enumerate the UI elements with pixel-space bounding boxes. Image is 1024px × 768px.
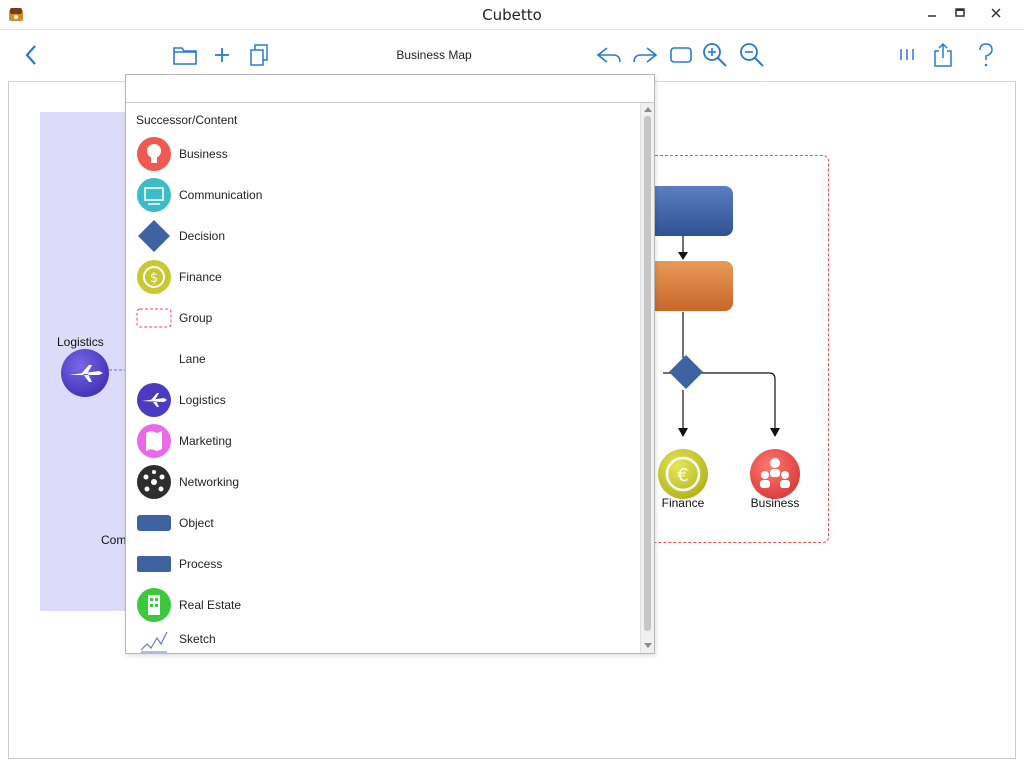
svg-text:€: € (677, 465, 688, 486)
dropdown-item-business[interactable]: Business (136, 133, 636, 174)
dropdown-item-label: Communication (179, 187, 263, 202)
successor-dropdown: Successor/Content Business Communication… (125, 74, 655, 654)
business-node[interactable] (749, 448, 801, 500)
process-rect-icon (136, 546, 172, 582)
undo-icon[interactable] (594, 40, 624, 70)
finance-node[interactable]: € (657, 448, 709, 500)
finance-node-label: Finance (661, 496, 705, 510)
dropdown-item-label: Networking (179, 474, 240, 489)
dropdown-item-group[interactable]: Group (136, 297, 636, 338)
object-rect-icon (136, 505, 172, 541)
share-icon[interactable] (928, 40, 958, 70)
zoom-out-icon[interactable] (737, 40, 767, 70)
dropdown-item-label: Marketing (179, 433, 232, 448)
scroll-down-icon[interactable] (644, 643, 652, 648)
dropdown-item-label: Group (179, 310, 213, 325)
dropdown-item-marketing[interactable]: Marketing (136, 420, 636, 461)
open-folder-icon[interactable] (170, 40, 200, 70)
fit-frame-icon[interactable] (666, 40, 696, 70)
successor-search-input[interactable] (126, 75, 654, 103)
airplane-icon (61, 349, 109, 397)
euro-icon: € (658, 449, 708, 499)
dropdown-item-communication[interactable]: Communication (136, 174, 636, 215)
dropdown-item-logistics[interactable]: Logistics (136, 379, 636, 420)
process-node[interactable] (645, 186, 733, 236)
close-icon[interactable] (978, 0, 1014, 26)
maximize-icon[interactable] (944, 0, 976, 26)
dropdown-item-label: Object (179, 515, 214, 530)
lane-icon (136, 341, 172, 377)
lightbulb-icon (136, 136, 172, 172)
map-icon (136, 423, 172, 459)
scroll-up-icon[interactable] (644, 107, 652, 112)
airplane-icon (136, 382, 172, 418)
dropdown-item-lane[interactable]: Lane (136, 338, 636, 379)
dropdown-item-label: Decision (179, 228, 226, 243)
document-title: Business Map (396, 48, 472, 62)
dashed-rect-icon (136, 300, 172, 336)
columns-icon[interactable] (892, 40, 922, 70)
scrollbar-thumb[interactable] (644, 116, 651, 631)
minimize-icon[interactable] (916, 0, 948, 26)
object-node[interactable] (645, 261, 733, 311)
title-bar: Cubetto (0, 0, 1024, 30)
dropdown-item-networking[interactable]: Networking (136, 461, 636, 502)
network-icon (136, 464, 172, 500)
lane-label-logistics: Logistics (57, 335, 104, 349)
add-icon[interactable] (207, 40, 237, 70)
lane-label-communication: Com (101, 533, 127, 547)
dropdown-item-real-estate[interactable]: Real Estate (136, 584, 636, 625)
back-icon[interactable] (16, 40, 46, 70)
zoom-in-icon[interactable] (700, 40, 730, 70)
svg-text:$: $ (150, 271, 158, 286)
dropdown-header: Successor/Content (136, 113, 238, 127)
dropdown-item-decision[interactable]: Decision (136, 215, 636, 256)
dropdown-item-sketch[interactable]: Sketch (136, 625, 636, 653)
dropdown-item-label: Business (179, 146, 228, 161)
dropdown-item-object[interactable]: Object (136, 502, 636, 543)
dropdown-item-process[interactable]: Process (136, 543, 636, 584)
dropdown-item-finance[interactable]: $ Finance (136, 256, 636, 297)
building-icon (136, 587, 172, 623)
sketch-icon (136, 625, 172, 653)
presentation-icon (136, 177, 172, 213)
business-node-label: Business (750, 496, 800, 510)
dropdown-item-label: Process (179, 556, 223, 571)
flow-connectors (663, 236, 780, 437)
dropdown-item-label: Sketch (179, 632, 216, 646)
window-title: Cubetto (482, 6, 542, 24)
decision-node[interactable] (669, 355, 703, 389)
dropdown-item-label: Real Estate (179, 597, 242, 612)
help-icon[interactable] (971, 40, 1001, 70)
diamond-icon (136, 218, 172, 254)
dropdown-item-label: Finance (179, 269, 222, 284)
redo-icon[interactable] (630, 40, 660, 70)
dollar-coin-icon: $ (136, 259, 172, 295)
dropdown-item-label: Logistics (179, 392, 226, 407)
app-icon (8, 7, 24, 23)
dropdown-scrollbar[interactable] (640, 103, 654, 653)
copy-document-icon[interactable] (244, 40, 274, 70)
logistics-node[interactable] (61, 349, 109, 397)
dropdown-item-label: Lane (179, 351, 206, 366)
people-icon (750, 449, 800, 499)
